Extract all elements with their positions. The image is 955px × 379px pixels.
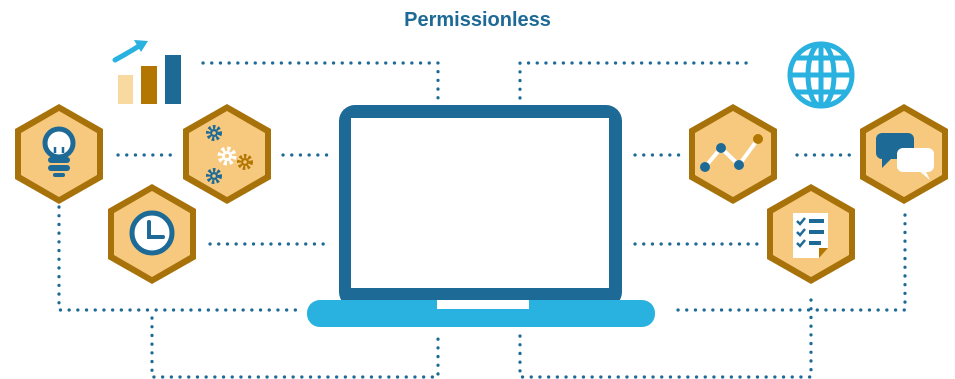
gears-hex [183,104,271,204]
line-chart-icon [700,134,763,172]
diagram-title: Permissionless [404,9,551,31]
checklist-hex [767,184,855,284]
bar-chart-icon [112,40,181,104]
lightbulb-icon [42,126,76,177]
globe-icon [787,41,855,109]
lightbulb-hex [15,104,103,204]
laptop-icon [307,105,655,327]
checklist-icon [793,213,828,258]
clock-hex [108,184,196,284]
gears-icon [206,125,253,184]
line-chart-hex [689,104,777,204]
chat-bubbles-hex [860,104,948,204]
chat-bubbles-icon [876,133,934,180]
connector-lines [57,61,907,379]
clock-icon [129,210,175,256]
